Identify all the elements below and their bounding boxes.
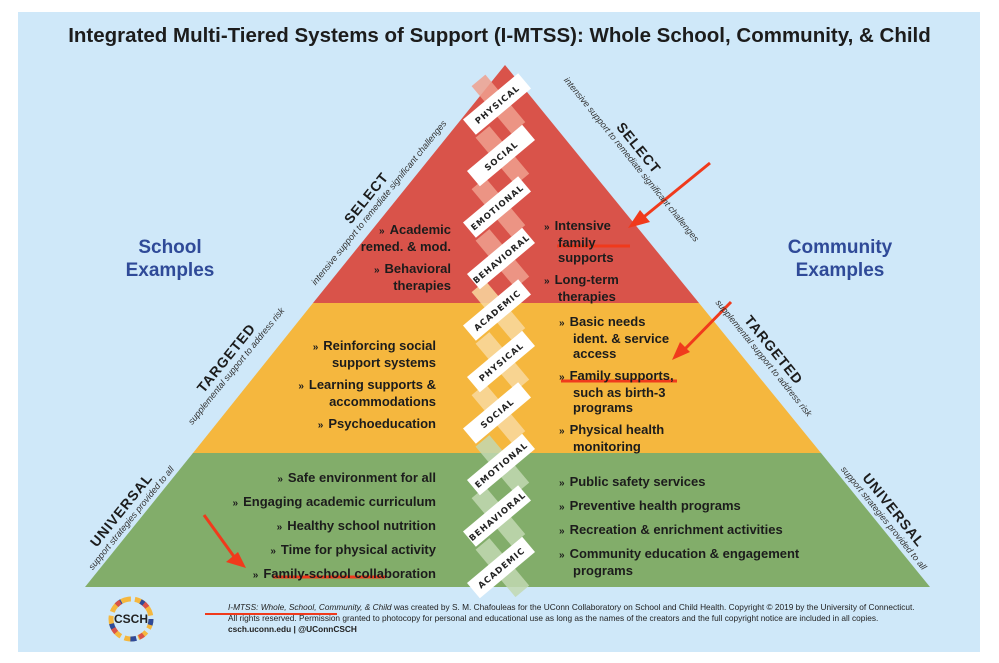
bullet: » bbox=[559, 502, 565, 513]
item-text: Preventive health programs bbox=[569, 498, 741, 513]
footer-link[interactable]: csch.uconn.edu | @UConnCSCH bbox=[228, 624, 357, 634]
list-item: » Intensive family supports bbox=[544, 218, 622, 265]
heading-line: Examples bbox=[795, 260, 885, 281]
annotation-arrowhead-2 bbox=[672, 342, 690, 360]
annotations bbox=[202, 161, 733, 615]
bullet: » bbox=[373, 265, 380, 276]
list-item: » Public safety services bbox=[559, 474, 809, 491]
spine-label-background bbox=[462, 279, 532, 341]
item-text: Reinforcing social support systems bbox=[323, 338, 436, 370]
footer-copyright: I-MTSS: Whole, School, Community, & Chil… bbox=[228, 602, 915, 635]
heading-line: School bbox=[138, 237, 202, 258]
bullet: » bbox=[544, 276, 550, 287]
list-item: » Time for physical activity bbox=[196, 542, 436, 559]
list-item: » Reinforcing social support systems bbox=[276, 338, 436, 370]
item-text: Time for physical activity bbox=[280, 542, 436, 557]
bullet: » bbox=[379, 226, 385, 237]
item-text: Engaging academic curriculum bbox=[243, 494, 436, 509]
list-item: »Academic remed. & mod. bbox=[341, 222, 451, 254]
school-select-list: »Academic remed. & mod. »Behavioral ther… bbox=[341, 222, 451, 300]
list-item: » Psychoeducation bbox=[276, 416, 436, 433]
list-item: » Physical health monitoring bbox=[559, 422, 675, 454]
footer-line-1: I-MTSS: Whole, School, Community, & Chil… bbox=[228, 602, 915, 613]
footer-work-title: I-MTSS: Whole, School, Community, & Chil… bbox=[228, 602, 392, 612]
list-item: » Behavioral therapies bbox=[341, 261, 451, 293]
item-text: Academic remed. & mod. bbox=[360, 222, 451, 254]
annotation-arrow-3 bbox=[202, 514, 237, 559]
list-item: » Family-school collaboration bbox=[196, 566, 436, 583]
spine-label-background bbox=[466, 330, 536, 393]
list-item: » Engaging academic curriculum bbox=[196, 494, 436, 511]
spine-label-background bbox=[462, 73, 532, 135]
item-text: Intensive family supports bbox=[554, 218, 614, 265]
item-text: Safe environment for all bbox=[287, 470, 436, 485]
list-item: » Family supports, such as birth-3 progra… bbox=[559, 368, 675, 415]
bullet: » bbox=[232, 498, 239, 509]
spine-label-background bbox=[466, 433, 536, 496]
list-item: » Learning supports & accommodations bbox=[276, 377, 436, 409]
community-select-list: » Intensive family supports » Long-term th… bbox=[544, 218, 622, 311]
list-item: » Recreation & enrichment activities bbox=[559, 522, 809, 539]
school-universal-list: » Safe environment for all » Engaging acad… bbox=[196, 470, 436, 590]
bullet: » bbox=[317, 420, 324, 431]
community-targeted-list: » Basic needs ident. & service access » Fa… bbox=[559, 314, 675, 461]
item-text: Family-school collaboration bbox=[263, 566, 436, 581]
bullet: » bbox=[559, 478, 565, 489]
item-text: Behavioral therapies bbox=[384, 261, 451, 293]
bullet: » bbox=[270, 546, 276, 557]
bullet: » bbox=[559, 526, 565, 537]
spine-label-background bbox=[462, 176, 532, 238]
item-text: Community education & engagement program… bbox=[569, 546, 800, 578]
list-item: » Long-term therapies bbox=[544, 272, 622, 304]
list-item: » Community education & engagement progra… bbox=[559, 546, 809, 578]
item-text: Psychoeducation bbox=[328, 416, 436, 431]
bullet: » bbox=[252, 570, 259, 581]
bullet: » bbox=[559, 372, 565, 383]
bullet: » bbox=[312, 342, 319, 353]
bullet: » bbox=[559, 550, 565, 561]
heading-line: Community bbox=[787, 237, 893, 258]
community-examples-heading: Community Examples bbox=[770, 236, 910, 282]
item-text: Basic needs ident. & service access bbox=[569, 314, 670, 361]
item-text: Physical health monitoring bbox=[569, 422, 665, 454]
community-universal-list: » Public safety services » Preventive heal… bbox=[559, 474, 809, 585]
list-item: » Preventive health programs bbox=[559, 498, 809, 515]
annotation-arrow-1 bbox=[639, 161, 711, 222]
bullet: » bbox=[277, 474, 283, 485]
spine-label-background bbox=[466, 536, 536, 599]
heading-line: Examples bbox=[125, 260, 215, 281]
tier-select-red bbox=[313, 65, 699, 303]
spine-label-background bbox=[466, 124, 536, 187]
annotation-arrow-2 bbox=[680, 300, 733, 354]
item-text: Healthy school nutrition bbox=[287, 518, 436, 533]
footer-credit: was created by S. M. Chafouleas for the … bbox=[391, 602, 915, 612]
domain-spine: PHYSICALSOCIALEMOTIONALBEHAVIORALACADEMI… bbox=[462, 73, 536, 599]
item-text: Learning supports & accommodations bbox=[308, 377, 436, 409]
annotation-arrowhead-3 bbox=[226, 552, 246, 568]
item-text: Family supports, such as birth-3 program… bbox=[569, 368, 674, 415]
spine-label-background bbox=[462, 485, 532, 547]
list-item: » Healthy school nutrition bbox=[196, 518, 436, 535]
annotation-arrowhead-1 bbox=[628, 210, 650, 228]
page-title: Integrated Multi-Tiered Systems of Suppo… bbox=[68, 24, 931, 47]
bullet: » bbox=[276, 522, 283, 533]
bullet: » bbox=[559, 318, 565, 329]
bullet: » bbox=[559, 426, 565, 437]
logo-text: CSCH bbox=[114, 612, 148, 626]
item-text: Recreation & enrichment activities bbox=[569, 522, 783, 537]
spine-label-background bbox=[462, 382, 532, 444]
bullet: » bbox=[544, 222, 550, 233]
bullet: » bbox=[298, 381, 304, 392]
csch-logo: CSCH bbox=[108, 596, 154, 642]
school-targeted-list: » Reinforcing social support systems » Lea… bbox=[276, 338, 436, 440]
item-text: Public safety services bbox=[569, 474, 706, 489]
spine-label-background bbox=[466, 227, 536, 290]
list-item: » Safe environment for all bbox=[196, 470, 436, 487]
footer-line-2: All rights reserved. Permission granted … bbox=[228, 613, 879, 623]
item-text: Long-term therapies bbox=[554, 272, 619, 304]
school-examples-heading: School Examples bbox=[110, 236, 230, 282]
list-item: » Basic needs ident. & service access bbox=[559, 314, 675, 361]
